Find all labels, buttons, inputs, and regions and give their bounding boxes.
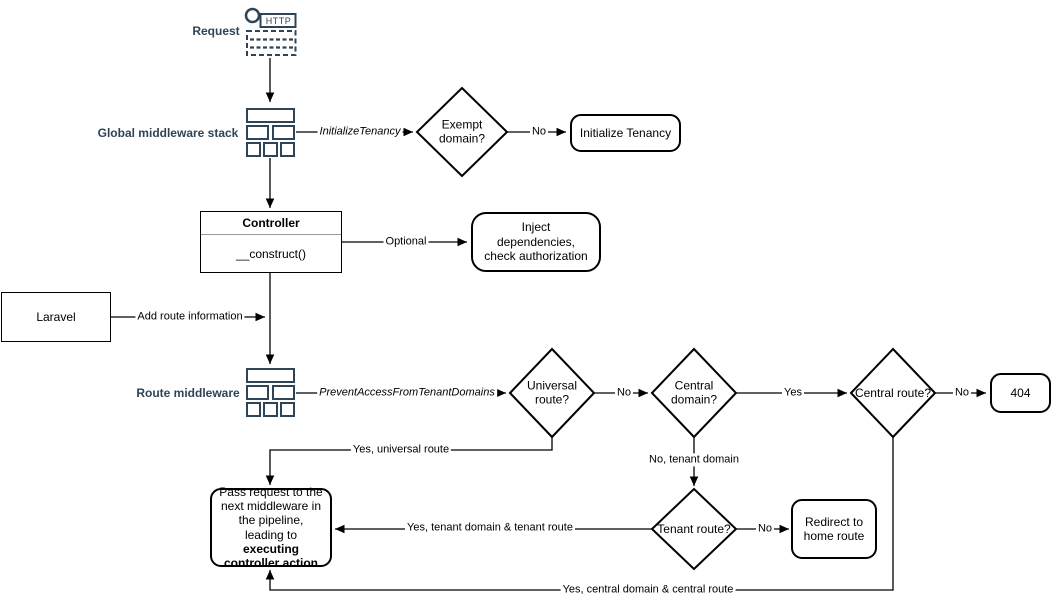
exempt-domain-decision — [415, 86, 509, 178]
pass-request-box: Pass request to the next middleware in t… — [210, 485, 332, 570]
not-found-box: 404 — [990, 373, 1051, 413]
http-request-body-rect — [246, 30, 297, 56]
edge-label-tenant-yes: Yes, tenant domain & tenant route — [405, 521, 575, 535]
edge-label-tenant-no: No — [755, 522, 775, 536]
edge-label-central-domain-no: No, tenant domain — [647, 453, 741, 467]
edge-label-central-domain-yes: Yes — [782, 386, 804, 400]
pass-request-bold-text: executing controller action — [223, 541, 318, 570]
central-domain-decision — [650, 347, 738, 439]
redirect-home-box: Redirect to home route — [791, 499, 877, 559]
initialize-tenancy-text: Initialize Tenancy — [579, 125, 672, 140]
edge-label-universal-no: No — [614, 386, 634, 400]
edge-label-universal-yes: Yes, universal route — [350, 443, 452, 457]
edge-label-prevent-access: PreventAccessFromTenantDomains — [317, 386, 497, 400]
middleware-stack-icon-global — [246, 108, 295, 157]
edge-label-add-route-information: Add route information — [135, 310, 245, 324]
http-request-circle — [244, 7, 261, 24]
middleware-stack-icon-route — [246, 368, 295, 417]
edge-label-initialize-tenancy: InitializeTenancy — [317, 125, 403, 139]
http-request-icon: HTTP — [244, 7, 297, 56]
controller-method: __construct() — [235, 246, 307, 261]
decision-diamonds — [415, 86, 937, 571]
controller-title: Controller — [201, 212, 341, 235]
not-found-text: 404 — [1010, 385, 1031, 400]
http-request-header-rect — [259, 13, 297, 28]
redirect-home-text: Redirect to home route — [803, 514, 865, 543]
universal-route-decision — [508, 347, 596, 439]
tenant-route-decision — [650, 487, 738, 571]
laravel-box: Laravel — [1, 292, 111, 342]
http-label: HTTP — [266, 16, 292, 26]
inject-dependencies-text: Inject dependencies, check authorization — [484, 220, 588, 264]
global-middleware-label: Global middleware stack — [97, 126, 239, 140]
request-label: Request — [192, 24, 240, 38]
edge-label-central-route-no: No — [952, 386, 972, 400]
initialize-tenancy-box: Initialize Tenancy — [570, 114, 681, 152]
central-route-decision — [849, 347, 937, 439]
route-middleware-label: Route middleware — [136, 386, 240, 400]
edge-label-exempt-no: No — [529, 125, 549, 139]
edge-label-central-route-yes: Yes, central domain & central route — [560, 583, 736, 597]
inject-dependencies-box: Inject dependencies, check authorization — [471, 212, 601, 272]
controller-box: Controller __construct() — [200, 211, 342, 273]
laravel-text: Laravel — [36, 309, 76, 324]
edge-label-optional: Optional — [383, 235, 429, 249]
pass-request-text: Pass request to the next middleware in t… — [219, 485, 323, 570]
